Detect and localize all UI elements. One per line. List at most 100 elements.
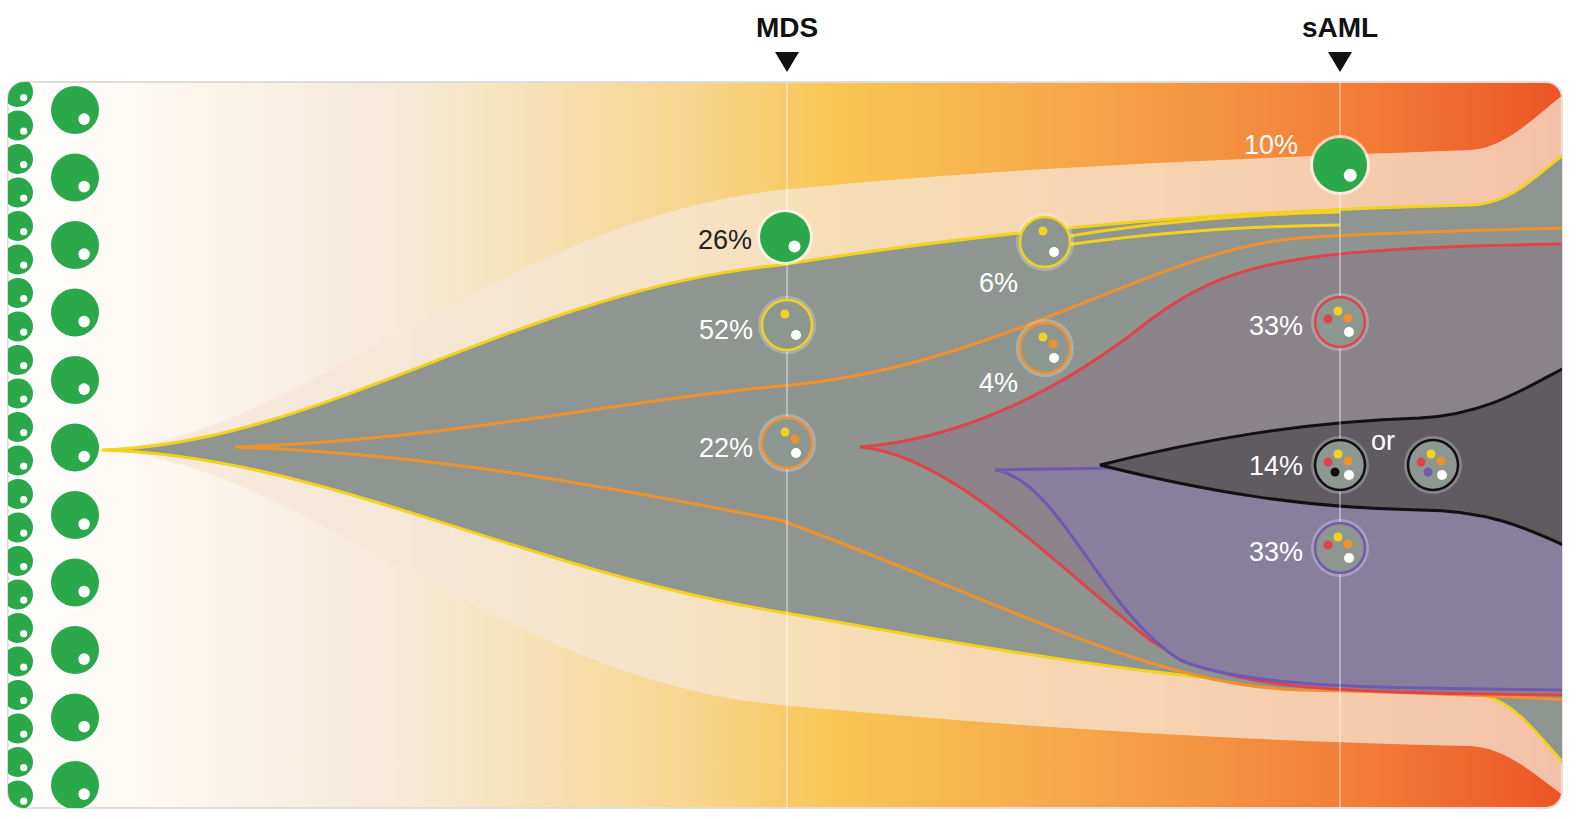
cell-halo <box>8 711 36 747</box>
normal-cell <box>8 476 36 512</box>
cell-body <box>1315 523 1365 573</box>
clone-band <box>100 90 1562 800</box>
cell-halo <box>1311 293 1369 351</box>
cell-halo <box>8 275 36 311</box>
cell-nucleus <box>20 496 27 503</box>
cell-body <box>8 211 33 241</box>
cell-nucleus <box>20 731 27 738</box>
cell-nucleus <box>20 228 27 235</box>
normal-cell <box>8 543 36 579</box>
cell-halo <box>8 175 36 211</box>
cell-body <box>51 424 99 472</box>
stage-label: MDS <box>756 14 818 42</box>
cell-halo <box>1016 319 1074 377</box>
cell-body <box>8 278 33 308</box>
cell-nucleus <box>20 262 27 269</box>
cell-halo <box>1404 436 1462 494</box>
cell-body <box>8 781 33 809</box>
cell-halo <box>48 286 102 340</box>
cell-body <box>8 245 33 275</box>
cell-body <box>8 647 33 677</box>
cell-nucleus <box>78 113 90 125</box>
cell-body <box>1313 138 1367 192</box>
normal-cell <box>8 443 36 479</box>
cell-body <box>51 626 99 674</box>
cell-nucleus <box>20 362 27 369</box>
clone-cell <box>758 296 816 354</box>
cell-body <box>760 212 810 262</box>
mutation-dot <box>1334 307 1343 316</box>
cell-body <box>8 747 33 777</box>
cell-halo <box>1311 436 1369 494</box>
mutation-dot <box>1437 457 1446 466</box>
cell-body <box>8 714 33 744</box>
stage-label: sAML <box>1302 14 1378 42</box>
cell-body <box>51 356 99 404</box>
normal-cell <box>48 83 102 137</box>
cell-body <box>1408 440 1458 490</box>
cell-body <box>51 761 99 808</box>
cell-nucleus <box>78 653 90 665</box>
cell-body <box>8 82 33 107</box>
cell-halo <box>8 744 36 780</box>
cell-nucleus <box>1049 247 1059 257</box>
clone-cell <box>1016 213 1074 271</box>
normal-cell <box>8 175 36 211</box>
cell-halo <box>8 778 36 809</box>
mutation-dot <box>1344 457 1353 466</box>
cell-nucleus <box>1344 169 1357 182</box>
cell-halo <box>8 141 36 177</box>
cell-nucleus <box>20 429 27 436</box>
mutation-dot <box>1424 468 1433 477</box>
cell-halo <box>8 208 36 244</box>
cell-nucleus <box>78 451 90 463</box>
cell-nucleus <box>1049 353 1059 363</box>
cell-halo <box>8 242 36 278</box>
cell-halo <box>8 108 36 144</box>
cell-halo <box>8 376 36 412</box>
cell-nucleus <box>20 161 27 168</box>
cell-body <box>51 154 99 202</box>
normal-cell <box>1310 135 1370 195</box>
mutation-dot <box>1324 541 1333 550</box>
cell-body <box>51 221 99 269</box>
clone-fraction: 22% <box>699 435 753 462</box>
cell-nucleus <box>20 396 27 403</box>
cell-body <box>51 289 99 337</box>
normal-cell <box>48 488 102 542</box>
mutation-dot <box>1039 227 1048 236</box>
cell-halo <box>48 488 102 542</box>
cell-halo <box>758 296 816 354</box>
normal-cell <box>8 577 36 613</box>
mutation-dot <box>1344 314 1353 323</box>
clone-fraction: 6% <box>979 270 1018 297</box>
cell-nucleus <box>1344 327 1354 337</box>
cell-halo <box>8 342 36 378</box>
normal-cell <box>8 778 36 809</box>
cell-nucleus <box>20 563 27 570</box>
mutation-dot <box>781 310 790 319</box>
cell-halo <box>48 691 102 745</box>
cell-halo <box>48 218 102 272</box>
cell-body <box>1020 217 1070 267</box>
normal-cell <box>48 286 102 340</box>
normal-cell <box>8 309 36 345</box>
normal-cell <box>8 141 36 177</box>
cell-halo <box>8 644 36 680</box>
mutation-dot <box>1334 450 1343 459</box>
clone-fraction: 26% <box>698 227 752 254</box>
cell-body <box>8 479 33 509</box>
clone-fraction: 10% <box>1244 132 1298 159</box>
normal-cell <box>48 218 102 272</box>
cell-nucleus <box>20 597 27 604</box>
cell-nucleus <box>78 721 90 733</box>
cell-nucleus <box>789 241 801 253</box>
cell-halo <box>8 543 36 579</box>
cell-nucleus <box>20 664 27 671</box>
cell-body <box>51 559 99 607</box>
cell-body <box>8 312 33 342</box>
cell-body <box>762 300 812 350</box>
cell-nucleus <box>78 518 90 530</box>
normal-cell <box>8 711 36 747</box>
